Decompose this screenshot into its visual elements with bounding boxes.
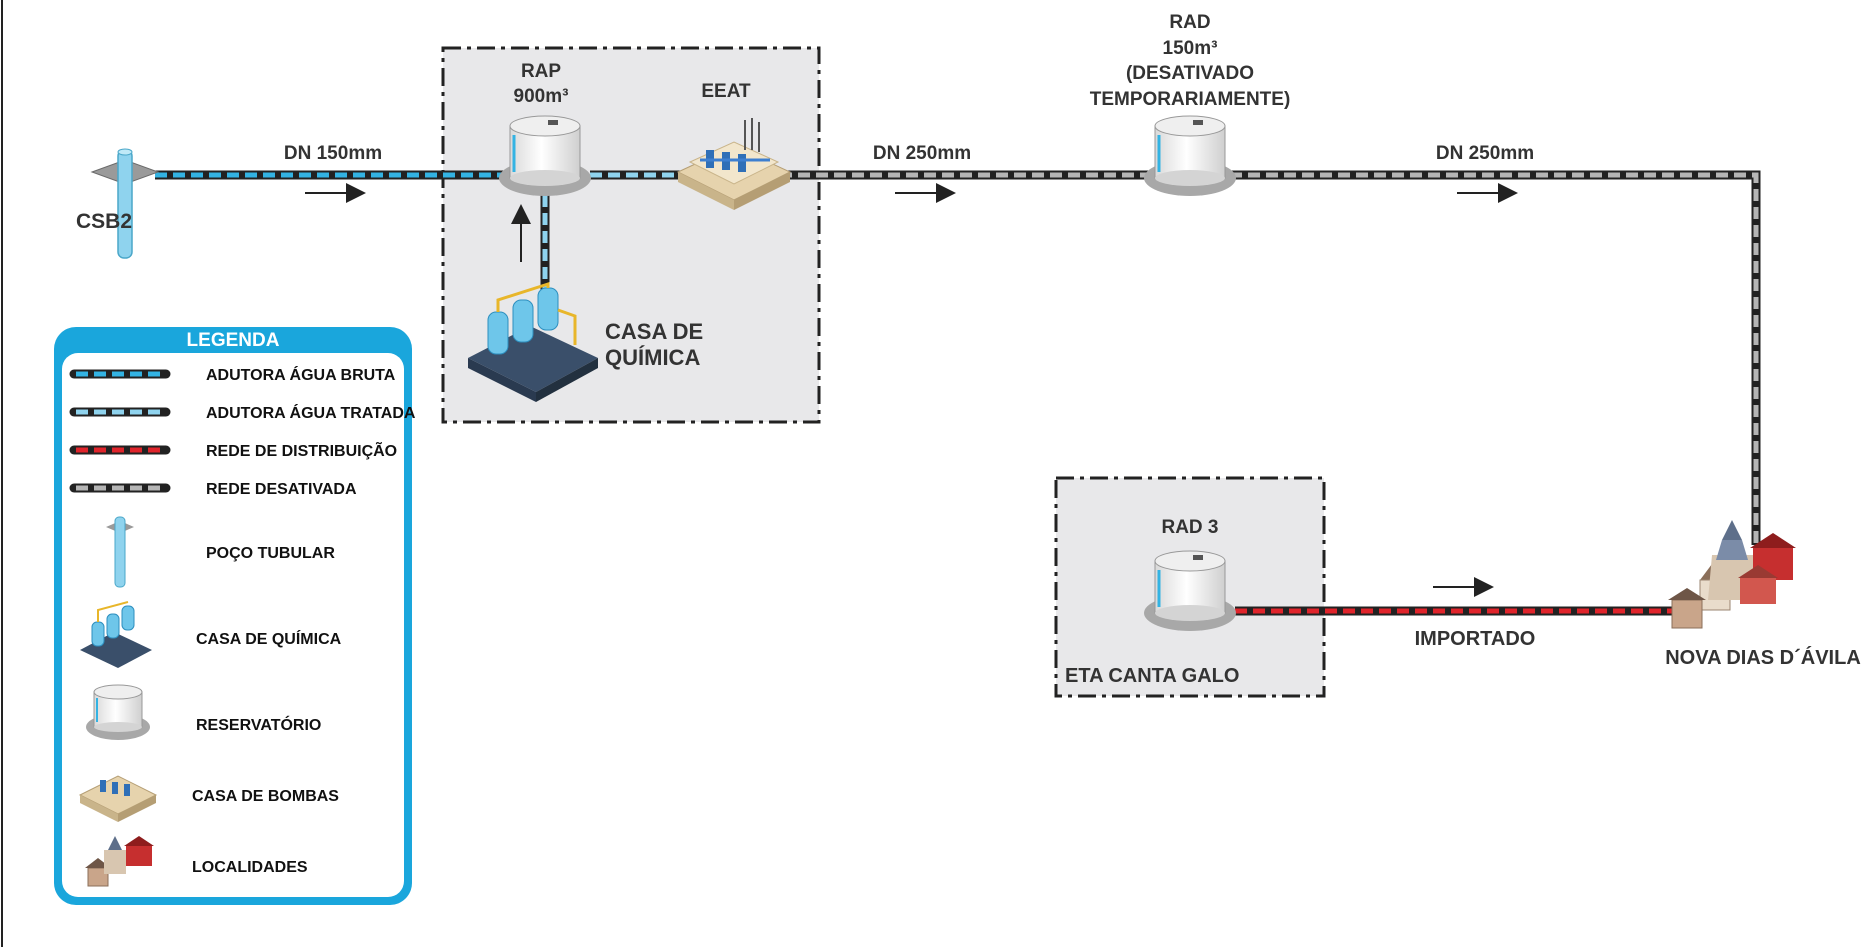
dn250-label-1: DN 250mm [873, 143, 971, 164]
legend-well-icon [106, 516, 134, 588]
legend: LEGENDA [54, 327, 416, 905]
nova-dias-davila-label: NOVA DIAS D´ÁVILA [1665, 646, 1861, 669]
legend-pump-house-icon [78, 775, 158, 822]
rad3-reservoir-icon [1144, 550, 1236, 631]
rad-capacity-label: 150m³ [1163, 38, 1218, 59]
rap-name-label: RAP [521, 61, 561, 82]
legend-label-raw-water: ADUTORA ÁGUA BRUTA [206, 365, 396, 384]
rad-reservoir-icon [1144, 115, 1236, 196]
legend-title: LEGENDA [187, 330, 280, 351]
eeat-label: EEAT [701, 81, 751, 102]
legend-chemical-house-icon [80, 601, 152, 668]
legend-reservoir-icon [86, 684, 150, 740]
dn250-label-2: DN 250mm [1436, 143, 1534, 164]
chemical-house-icon [468, 281, 598, 402]
legend-label-chemical-house: CASA DE QUÍMICA [196, 629, 342, 648]
disabled-pipe [780, 170, 1761, 545]
legend-town-icon [85, 836, 154, 887]
well-icon [90, 148, 160, 259]
legend-label-well: POÇO TUBULAR [206, 545, 335, 562]
casa-quimica-label-line2: QUÍMICA [605, 345, 700, 370]
importado-label: IMPORTADO [1415, 628, 1536, 650]
legend-label-treated-water: ADUTORA ÁGUA TRATADA [206, 403, 416, 422]
legend-label-reservoir: RESERVATÓRIO [196, 715, 321, 734]
rap-capacity-label: 900m³ [514, 86, 569, 107]
csb2-label: CSB2 [76, 210, 132, 233]
rad3-label: RAD 3 [1161, 517, 1218, 538]
rad-status-line2: TEMPORARIAMENTE) [1090, 89, 1291, 110]
casa-quimica-label-line1: CASA DE [605, 319, 703, 344]
town-icon [1668, 520, 1796, 629]
legend-label-disabled: REDE DESATIVADA [206, 481, 357, 498]
rad-name-label: RAD [1169, 12, 1210, 33]
legend-label-distribution: REDE DE DISTRIBUIÇÃO [206, 440, 397, 460]
legend-label-towns: LOCALIDADES [192, 859, 308, 876]
pump-house-icon [676, 118, 792, 210]
dn150-label: DN 150mm [284, 143, 382, 164]
rap-reservoir-icon [499, 115, 591, 196]
eta-canta-galo-label: ETA CANTA GALO [1065, 665, 1239, 687]
rad-status-line1: (DESATIVADO [1126, 63, 1254, 84]
legend-label-pump-house: CASA DE BOMBAS [192, 788, 339, 805]
